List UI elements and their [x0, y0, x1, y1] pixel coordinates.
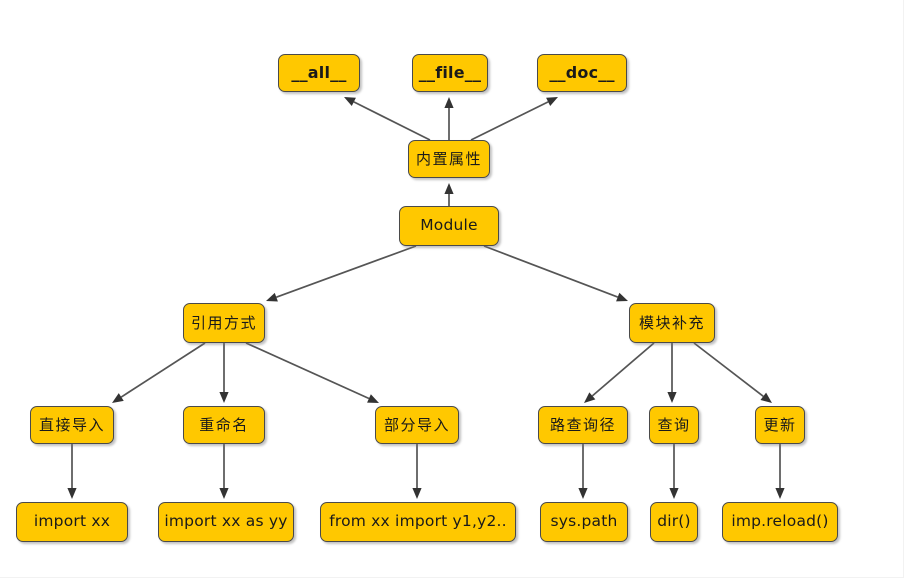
- edge-builtin-to-file: [444, 97, 454, 140]
- node-module[interactable]: Module: [399, 206, 499, 246]
- edge-reference-to-rename: [219, 343, 229, 403]
- edge-builtin-to-all: [344, 97, 431, 141]
- edge-module-to-builtin: [444, 183, 454, 206]
- edge-query-to-dir: [669, 444, 679, 499]
- node-importas[interactable]: import xx as yy: [158, 502, 294, 542]
- node-impreload[interactable]: imp.reload(): [722, 502, 838, 542]
- node-syspath[interactable]: sys.path: [540, 502, 628, 542]
- node-file[interactable]: __file__: [412, 54, 488, 92]
- node-query[interactable]: 查询: [649, 406, 699, 444]
- edge-partial-to-fromimport: [412, 444, 422, 499]
- edge-direct-to-importxx: [67, 444, 77, 499]
- edge-searchpath-to-syspath: [578, 444, 588, 499]
- node-supplement[interactable]: 模块补充: [629, 303, 715, 343]
- node-searchpath[interactable]: 路查询径: [538, 406, 628, 444]
- edge-supplement-to-update: [693, 342, 772, 403]
- node-builtin[interactable]: 内置属性: [408, 140, 490, 178]
- node-importxx[interactable]: import xx: [16, 502, 128, 542]
- edge-reference-to-direct: [112, 342, 206, 403]
- edge-reference-to-partial: [245, 342, 379, 403]
- edge-supplement-to-query: [667, 343, 677, 403]
- edge-builtin-to-doc: [470, 97, 558, 141]
- node-update[interactable]: 更新: [755, 406, 805, 444]
- edge-module-to-reference: [266, 245, 417, 302]
- edge-update-to-impreload: [775, 444, 785, 499]
- edge-rename-to-importas: [219, 444, 229, 499]
- node-direct[interactable]: 直接导入: [30, 406, 114, 444]
- edge-supplement-to-searchpath: [584, 342, 655, 403]
- node-rename[interactable]: 重命名: [183, 406, 265, 444]
- node-all[interactable]: __all__: [278, 54, 360, 92]
- node-reference[interactable]: 引用方式: [183, 303, 265, 343]
- node-doc[interactable]: __doc__: [537, 54, 627, 92]
- edge-module-to-supplement: [483, 245, 628, 302]
- node-fromimport[interactable]: from xx import y1,y2..: [320, 502, 516, 542]
- node-dir[interactable]: dir(): [650, 502, 698, 542]
- node-partial[interactable]: 部分导入: [375, 406, 459, 444]
